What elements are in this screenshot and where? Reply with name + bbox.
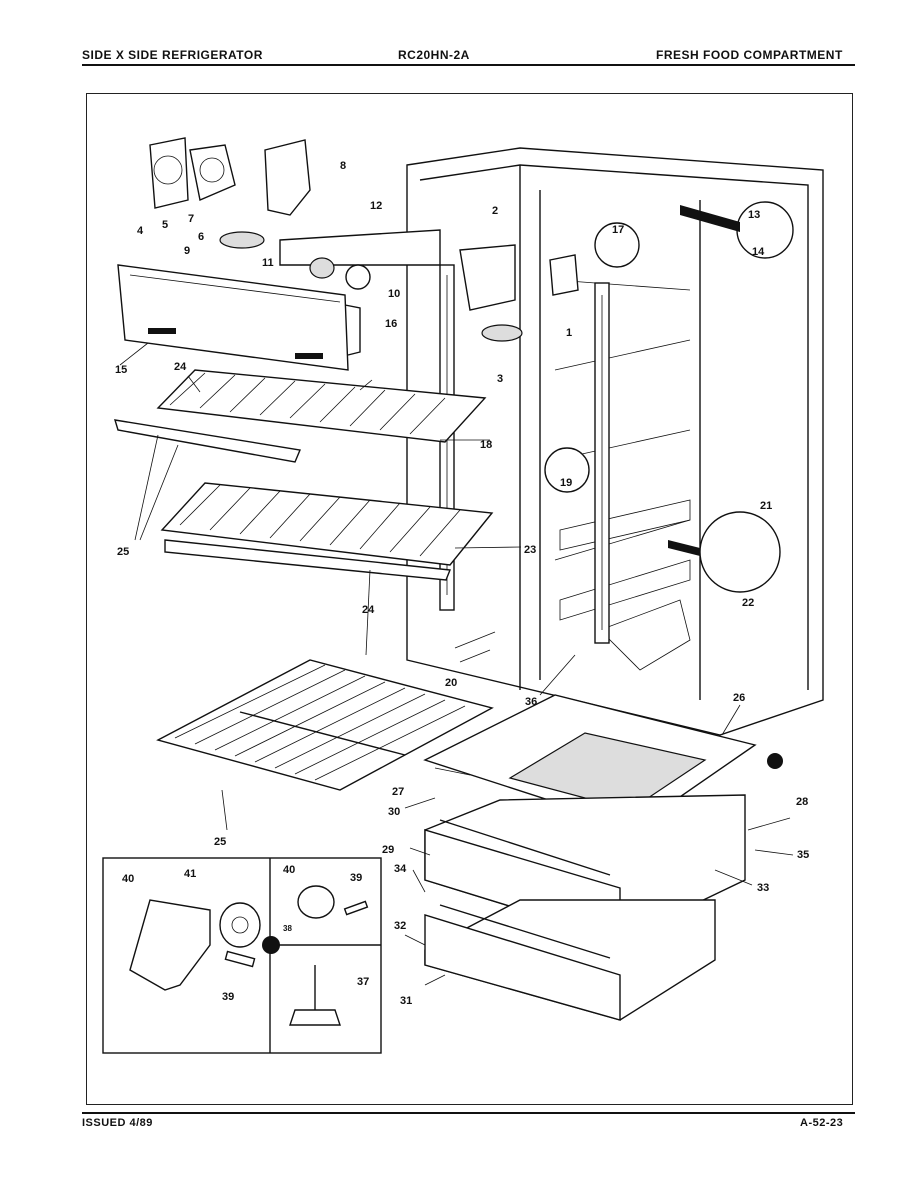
callout-26: 26	[733, 692, 745, 704]
footer-rule	[82, 1112, 855, 1114]
callout-39-a: 39	[222, 991, 234, 1003]
callout-1: 1	[566, 327, 572, 339]
callout-labels: 1 2 3 4 5 6 7 8 9 10 11 12 13 14 15 16 1…	[115, 160, 809, 1007]
callout-39-b: 39	[350, 872, 362, 884]
callout-11: 11	[262, 257, 274, 269]
inset-panel	[102, 857, 382, 1054]
callout-22: 22	[742, 597, 754, 609]
callout-10: 10	[388, 288, 400, 300]
callout-29: 29	[382, 844, 394, 856]
callout-34: 34	[394, 863, 407, 875]
callout-25-top: 25	[117, 546, 129, 558]
callout-14: 14	[752, 246, 765, 258]
header-section-title: FRESH FOOD COMPARTMENT	[656, 48, 843, 62]
callout-17: 17	[612, 224, 624, 236]
callout-9: 9	[184, 245, 190, 257]
light-shield	[117, 264, 361, 371]
header-model-number: RC20HN-2A	[398, 48, 470, 62]
callout-24-bottom: 24	[362, 604, 375, 616]
callout-37: 37	[357, 976, 369, 988]
detail-callout-circles	[544, 201, 794, 593]
callout-25-bottom: 25	[214, 836, 226, 848]
callout-40-b: 40	[283, 864, 295, 876]
callout-31: 31	[400, 995, 412, 1007]
callout-36: 36	[525, 696, 537, 708]
leader-lines	[119, 342, 794, 986]
callout-33: 33	[757, 882, 769, 894]
callout-7: 7	[188, 213, 194, 225]
header-model-type: SIDE X SIDE REFRIGERATOR	[82, 48, 263, 62]
callout-41: 41	[184, 868, 196, 880]
callout-28: 28	[796, 796, 808, 808]
callout-21: 21	[760, 500, 772, 512]
bolt-marker	[767, 753, 783, 769]
callout-8: 8	[340, 160, 346, 172]
callout-5: 5	[162, 219, 168, 231]
crisper-drawers	[424, 794, 746, 1021]
callout-32: 32	[394, 920, 406, 932]
cabinet-liner	[406, 147, 824, 736]
callout-20: 20	[445, 677, 457, 689]
footer-page-code: A-52-23	[800, 1117, 844, 1129]
footer-issue-date: ISSUED 4/89	[82, 1117, 153, 1129]
callout-4: 4	[137, 225, 144, 237]
callout-24-top: 24	[174, 361, 187, 373]
header-rule	[82, 64, 855, 66]
callout-27: 27	[392, 786, 404, 798]
callout-18: 18	[480, 439, 492, 451]
callout-16: 16	[385, 318, 397, 330]
callout-40-a: 40	[122, 873, 134, 885]
callout-19: 19	[560, 477, 572, 489]
callout-23: 23	[524, 544, 536, 556]
callout-3: 3	[497, 373, 503, 385]
callout-38: 38	[283, 924, 292, 933]
callout-2: 2	[492, 205, 498, 217]
shelf-top	[114, 369, 487, 463]
callout-35: 35	[797, 849, 809, 861]
callout-6: 6	[198, 231, 204, 243]
shelf-middle	[160, 482, 494, 581]
callout-15: 15	[115, 364, 127, 376]
crisper-cover	[423, 694, 757, 829]
shelf-bottom	[156, 659, 494, 791]
callout-13: 13	[748, 209, 760, 221]
callout-30: 30	[388, 806, 400, 818]
callout-12: 12	[370, 200, 382, 212]
diagram-frame	[86, 93, 853, 1105]
control-assembly	[149, 137, 579, 342]
